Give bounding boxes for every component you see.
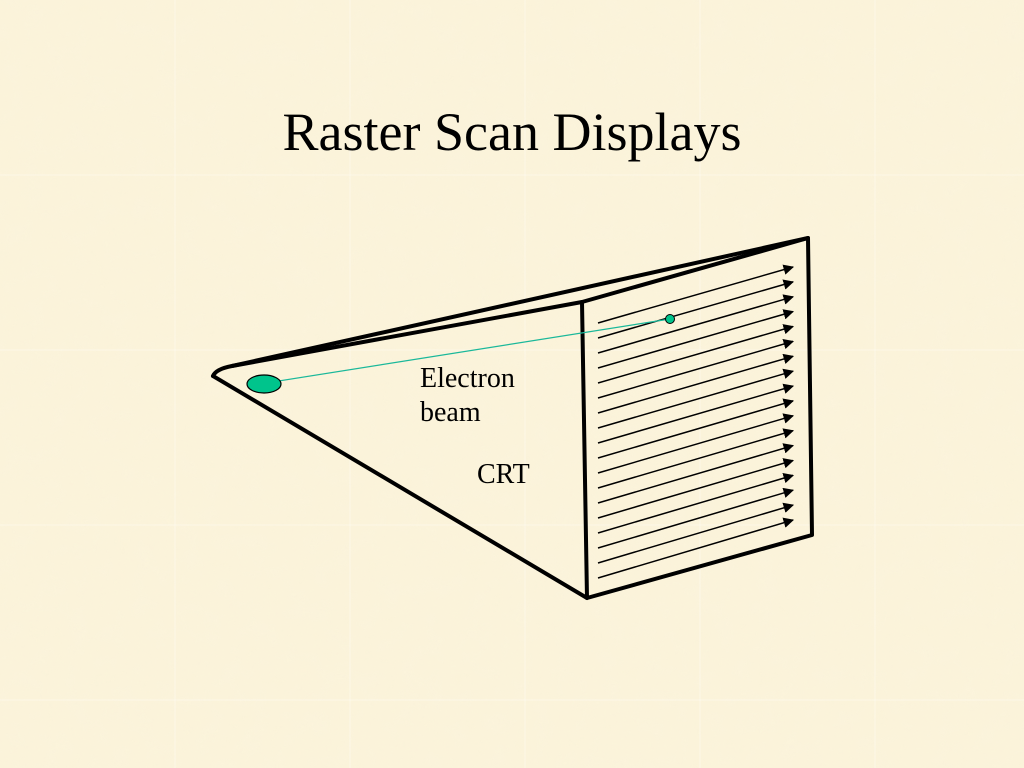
scan-line <box>597 517 795 579</box>
tube-top-edge <box>211 236 810 378</box>
scan-line <box>597 264 795 324</box>
scan-line <box>597 294 795 354</box>
scan-line <box>597 338 795 399</box>
scan-line <box>597 368 795 429</box>
scan-line <box>597 458 795 519</box>
scan-lines <box>597 264 795 579</box>
electron-beam-line <box>265 318 671 384</box>
electron-beam-label: Electron beam <box>420 362 580 429</box>
electron-beam-label-line1: Electron <box>420 363 515 394</box>
electron-gun-icon <box>246 374 282 394</box>
screen-frame <box>580 236 814 600</box>
scan-line <box>597 279 795 339</box>
scan-line <box>597 443 795 504</box>
scan-line <box>597 487 795 549</box>
scan-line <box>597 353 795 414</box>
tube-inner-edge <box>230 300 584 368</box>
crt-label: CRT <box>477 459 530 490</box>
slide-title: Raster Scan Displays <box>282 102 742 162</box>
scan-line <box>597 413 795 474</box>
tube-bottom-edge <box>211 374 589 600</box>
scan-line <box>597 383 795 444</box>
scan-line <box>597 428 795 489</box>
scan-line <box>597 398 795 459</box>
electron-beam-label-line2: beam <box>420 396 481 428</box>
scan-line <box>597 502 795 564</box>
scan-line <box>597 309 795 369</box>
scan-line <box>597 324 795 384</box>
crt-tube-outline <box>211 236 814 600</box>
scan-line <box>597 473 795 534</box>
beam-spot-icon <box>665 314 675 324</box>
